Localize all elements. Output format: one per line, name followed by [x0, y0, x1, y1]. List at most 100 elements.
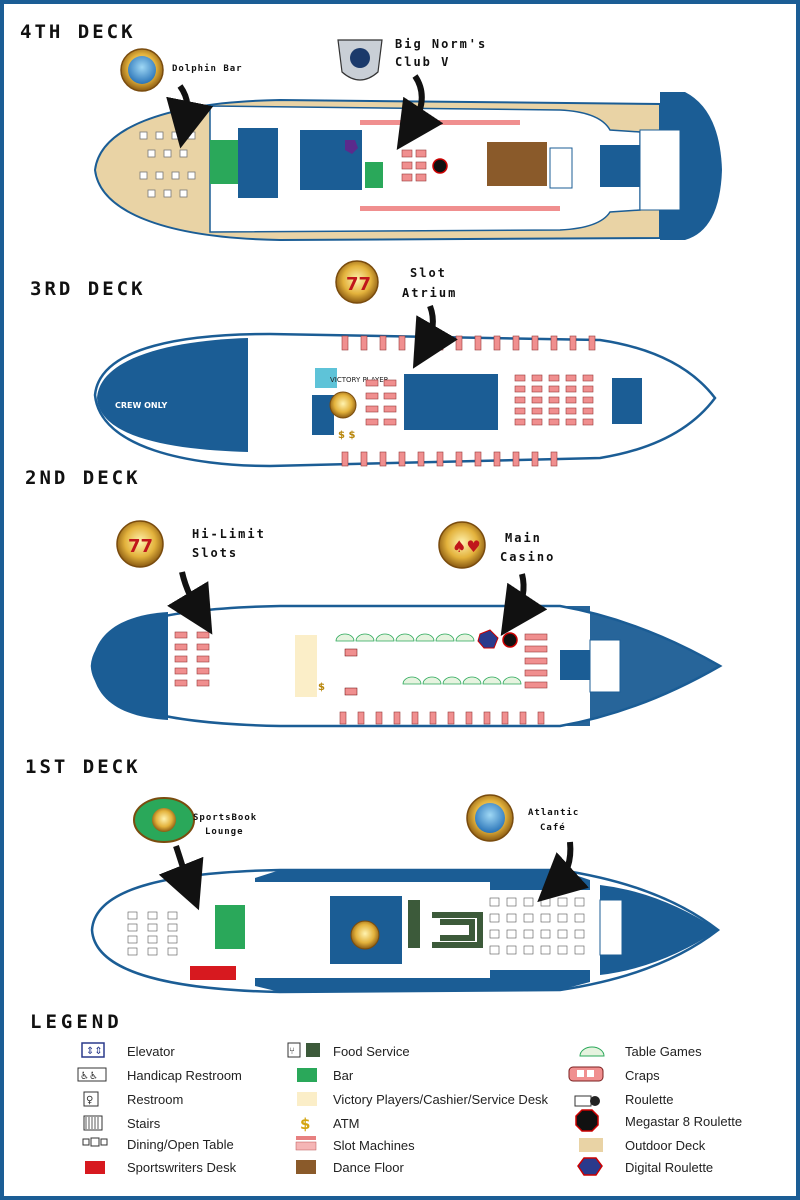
- slot-machine: [524, 633, 548, 641]
- sportsbook-label-line2: Lounge: [205, 827, 244, 837]
- dining-table: [540, 929, 551, 939]
- deck-2-craps-2: [344, 687, 358, 696]
- slot-machine: [493, 335, 501, 351]
- dining-table: [489, 913, 500, 923]
- legend-item-dining: Dining/Open Table: [127, 1137, 234, 1152]
- slot-machine: [429, 711, 437, 725]
- deck-1: 1ST DECK SportsBook Lounge Atlantic Café: [25, 756, 721, 994]
- slot-machine: [514, 396, 526, 404]
- legend-col3-icons: [568, 1046, 605, 1176]
- slot-machine: [548, 407, 560, 415]
- slot-seven-icon: 77: [346, 274, 371, 295]
- deck-3-elevator-core: [312, 395, 334, 435]
- slot-machine: [196, 679, 210, 687]
- dining-table: [540, 913, 551, 923]
- dining-table: [489, 897, 500, 907]
- dining-table: [147, 947, 158, 956]
- slot-machine: [512, 335, 520, 351]
- deck-2-megastar-roulette: [502, 632, 518, 648]
- roulette-icon: [574, 1095, 600, 1107]
- dining-table: [523, 929, 534, 939]
- slot-machine: [524, 657, 548, 665]
- deck-4-slots-top: [360, 120, 520, 125]
- table-game: [402, 676, 422, 685]
- dining-table: [574, 929, 585, 939]
- slot-machine: [582, 385, 594, 393]
- deck-4-bar: [210, 140, 238, 184]
- legend-col3-labels: Table Games Craps Roulette Megastar 8 Ro…: [625, 1044, 742, 1175]
- dining-table: [506, 945, 517, 955]
- dining-table: [147, 935, 158, 944]
- slot-machine: [582, 374, 594, 382]
- deck-2-stern-stairs: [589, 639, 621, 693]
- dining-table: [489, 929, 500, 939]
- slot-machine: [537, 711, 545, 725]
- dining-table: [127, 911, 138, 920]
- deck-1-service-logo: [350, 920, 380, 950]
- service-desk-icon: [297, 1092, 317, 1106]
- deck-2-slot-machines: [174, 631, 548, 725]
- outdoor-deck-icon: [579, 1138, 603, 1152]
- main-casino-label-line2: Casino: [500, 550, 555, 564]
- table-game: [422, 676, 442, 685]
- slot-machine: [548, 385, 560, 393]
- slot-machine: [174, 655, 188, 663]
- dining-table-icon: [82, 1137, 108, 1147]
- slot-machine: [565, 418, 577, 426]
- slot-machine: [360, 335, 368, 351]
- dining-table: [147, 911, 158, 920]
- slot-machine: [569, 335, 577, 351]
- dining-table: [167, 935, 178, 944]
- slot-machine: [565, 385, 577, 393]
- dining-table: [557, 913, 568, 923]
- slot-machine: [524, 645, 548, 653]
- slot-machine: [531, 451, 539, 467]
- slot-machine: [493, 451, 501, 467]
- slot-machine: [360, 451, 368, 467]
- legend-item-handicap-restroom: Handicap Restroom: [127, 1068, 242, 1083]
- slot-machine: [383, 379, 397, 387]
- big-norms-label-line1: Big Norm's: [395, 37, 487, 51]
- slot-machine: [365, 405, 379, 413]
- atm-icon: $: [300, 1115, 310, 1133]
- hi-limit-label-line2: Slots: [192, 546, 238, 560]
- slot-atrium-logo: [335, 260, 379, 304]
- dining-table: [506, 897, 517, 907]
- slot-machine: [548, 396, 560, 404]
- slot-machine: [514, 385, 526, 393]
- svg-text:♿♿: ♿♿: [80, 1071, 98, 1082]
- deck-1-lower-band: [255, 970, 590, 992]
- slot-machine: [455, 451, 463, 467]
- deck-1-stern-stairs: [599, 899, 623, 956]
- deck-2-table-games: [335, 633, 522, 685]
- craps-icon: [568, 1066, 604, 1082]
- slot-machine: [174, 679, 188, 687]
- big-norms-arrow: [396, 74, 444, 150]
- slot-machine: [531, 335, 539, 351]
- svg-text:♀: ♀: [86, 1095, 93, 1106]
- slot-machine: [196, 631, 210, 639]
- legend-item-slot-machines: Slot Machines: [333, 1138, 415, 1153]
- slot-machine: [341, 335, 349, 351]
- stairs-icon: [83, 1115, 103, 1131]
- deck-4-dance-floor: [487, 142, 547, 186]
- slot-atrium-label-line1: Slot: [410, 266, 447, 280]
- deck-2-craps-1: [344, 648, 358, 657]
- dolphin-icon: [128, 56, 156, 84]
- slot-machine: [398, 335, 406, 351]
- deck-2-service-desk: [295, 635, 317, 697]
- slot-machine: [582, 396, 594, 404]
- deck-2-digital-roulette: [477, 629, 499, 649]
- deck-1-sportswriters-desk: [190, 966, 236, 980]
- slot-machine: [383, 418, 397, 426]
- crew-only-label: CREW ONLY: [115, 401, 167, 410]
- slot-machine: [531, 396, 543, 404]
- slot-machine: [531, 385, 543, 393]
- big-norms-logo: [337, 39, 383, 81]
- sportswriters-desk-icon: [85, 1161, 105, 1174]
- table-game: [395, 633, 415, 642]
- slot-machine: [565, 407, 577, 415]
- deck-3-service-desk: [315, 368, 337, 388]
- big-norms-label-line2: Club V: [395, 55, 450, 69]
